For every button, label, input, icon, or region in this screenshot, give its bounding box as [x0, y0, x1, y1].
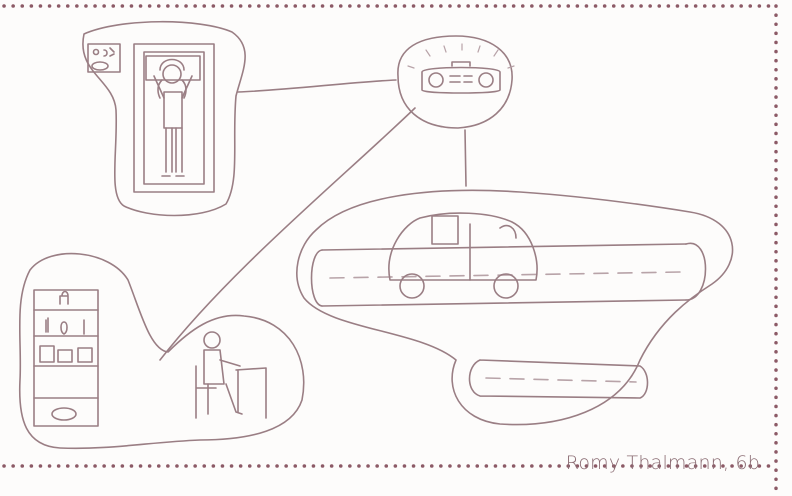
person-at-desk [196, 332, 266, 418]
author-caption: Romy Thalmann, 6b [566, 452, 760, 474]
connector-lines [160, 80, 466, 360]
lying-girl-figure [154, 60, 192, 177]
car-drawing [389, 213, 537, 298]
bookshelf [34, 290, 98, 426]
bedroom-scene [83, 22, 245, 216]
radio-scene [398, 36, 514, 128]
dotted-border [4, 6, 776, 490]
study-scene [20, 254, 304, 449]
road-scene [297, 190, 733, 424]
